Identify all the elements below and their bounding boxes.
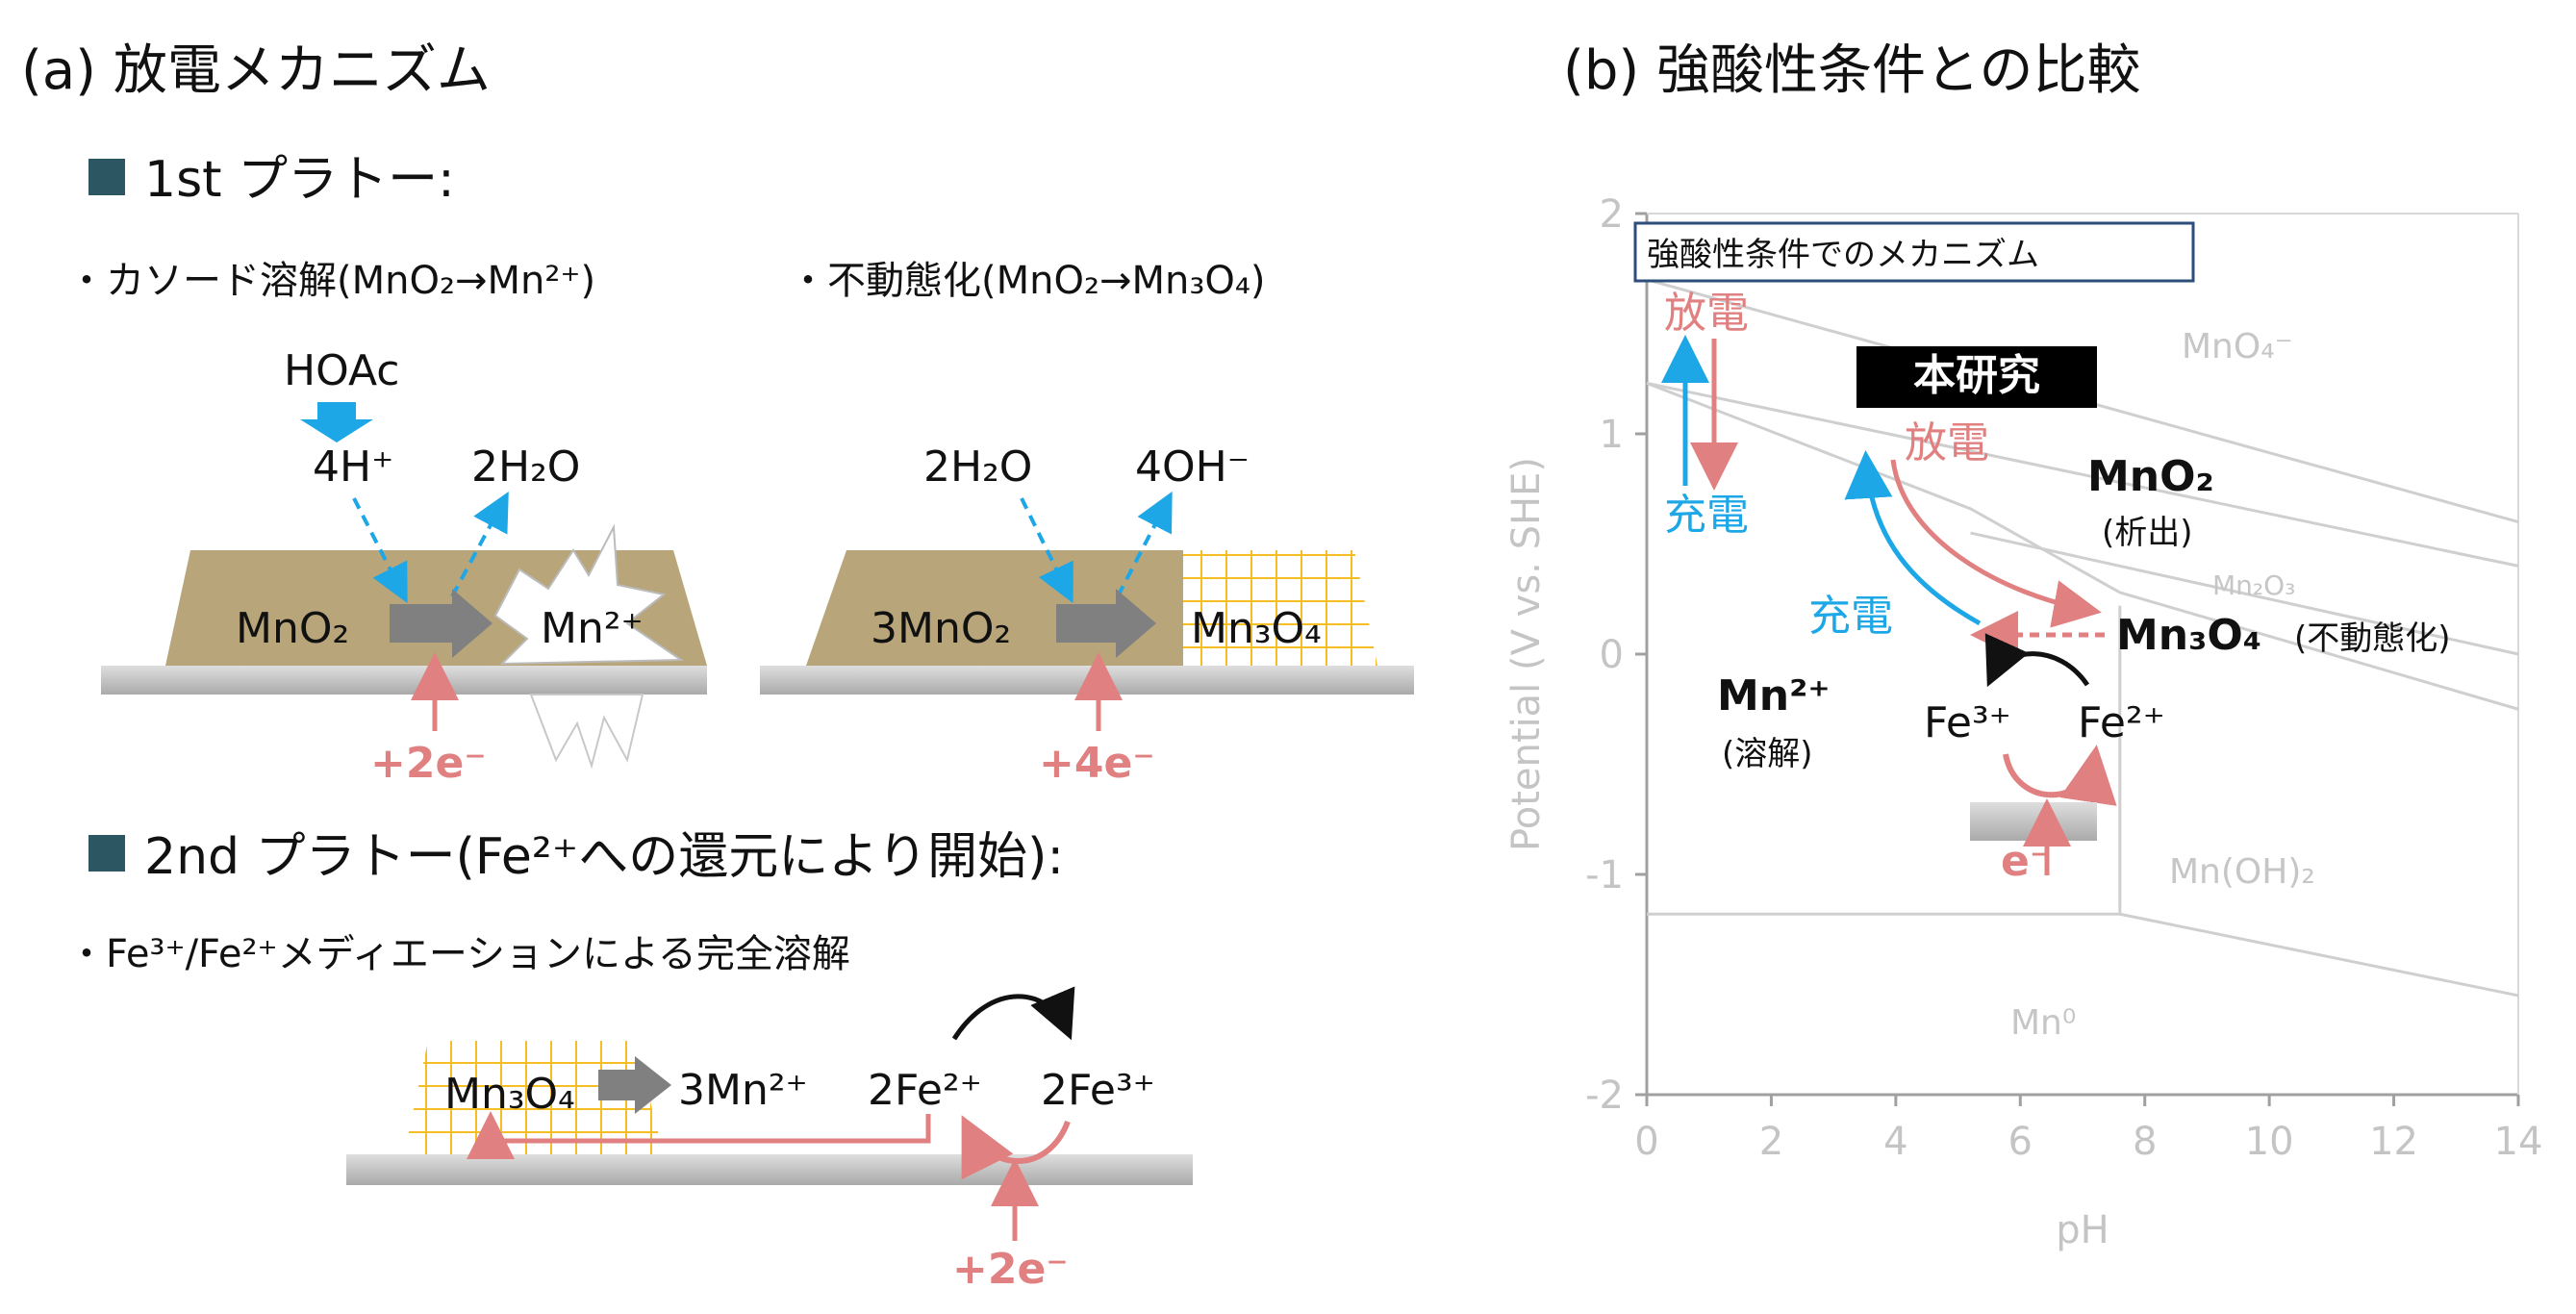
region-mno2-note: (析出) — [2102, 514, 2193, 552]
phase-boundary-line — [2119, 912, 2519, 998]
x-tick-label: 6 — [2008, 1120, 2033, 1164]
region-mn2o3: Mn₂O₃ — [2212, 569, 2295, 601]
x-tick-label: 8 — [2133, 1120, 2157, 1164]
plateau2-diagram: Mn₃O₄ 3Mn²⁺ 2Fe²⁺ 2Fe³⁺ +2e⁻ — [346, 986, 1193, 1294]
case2-title: ・不動態化(MnO₂→Mn₃O₄) — [789, 259, 1266, 303]
mn2-product-label: Mn²⁺ — [541, 604, 644, 653]
region-mn2-note: (溶解) — [1722, 735, 1813, 773]
phase-boundary-line — [1646, 381, 2519, 568]
hoac-arrow — [300, 402, 373, 442]
electron-label-b: e⁻ — [2001, 837, 2052, 886]
electrode-1 — [101, 666, 707, 695]
3mn2-label: 3Mn²⁺ — [678, 1066, 808, 1115]
fe-reduction-arrow — [2003, 745, 2117, 806]
electrode-2 — [760, 666, 1414, 695]
3mno2-label: 3MnO₂ — [871, 604, 1011, 653]
region-mn3o4-note: (不動態化) — [2294, 619, 2451, 658]
this-work-label: 本研究 — [1913, 351, 2040, 400]
mno2-label: MnO₂ — [236, 604, 349, 653]
reaction-arrow-3 — [598, 1056, 671, 1114]
case1-title: ・カソード溶解(MnO₂→Mn²⁺) — [67, 259, 595, 303]
x-tick-label: 0 — [1634, 1120, 1658, 1164]
charge-arrow-thiswork — [1844, 450, 1982, 626]
2fe3-label: 2Fe³⁺ — [1041, 1066, 1155, 1115]
charge-label-thiswork: 充電 — [1808, 592, 1893, 641]
fe2-to-mn3o4-arrow — [467, 1111, 931, 1159]
electrode-3 — [346, 1154, 1193, 1185]
bullet-square-1 — [88, 159, 125, 195]
dissolution-burst — [493, 523, 685, 666]
acidic-mechanism-box — [1633, 221, 2195, 283]
discharge-label-thiswork: 放電 — [1905, 418, 1989, 467]
mn3o4-label-2: Mn₃O₄ — [444, 1070, 575, 1119]
x-tick-label: 12 — [2369, 1120, 2418, 1164]
discharge-arrow-thiswork — [1890, 459, 2102, 628]
region-mn2: Mn²⁺ — [1717, 671, 1831, 720]
h-plus-label: 4H⁺ — [313, 442, 393, 492]
fe3-label-b: Fe³⁺ — [1924, 698, 2011, 747]
electrons-1-label: +2e⁻ — [370, 739, 487, 788]
phase-boundary-line — [1646, 381, 2121, 594]
y-tick-label: -2 — [1585, 1074, 1624, 1118]
plateau2-heading: 2nd プラトー(Fe²⁺への還元により開始): — [144, 828, 1064, 886]
mn3o4-product-label: Mn₃O₄ — [1191, 604, 1322, 653]
bullet-square-2 — [88, 835, 125, 872]
panel-a: (a) 放電メカニズム 1st プラトー: ・カソード溶解(MnO₂→Mn²⁺)… — [21, 39, 1414, 1294]
water-in-label: 2H₂O — [923, 442, 1032, 492]
2fe2-label: 2Fe²⁺ — [868, 1066, 982, 1115]
phase-boundary-line — [1970, 531, 2519, 656]
y-tick-label: -1 — [1585, 853, 1624, 897]
reaction-arrow-2 — [1056, 589, 1156, 658]
x-tick-label: 10 — [2245, 1120, 2294, 1164]
y-axis-label: Potential (V vs. SHE) — [1504, 457, 1549, 851]
x-tick-label: 14 — [2494, 1120, 2543, 1164]
y-tick-label: 0 — [1600, 633, 1624, 677]
acidic-mechanism-label: 強酸性条件でのメカニズム — [1647, 236, 2039, 274]
plateau2-subtitle: ・Fe³⁺/Fe²⁺メディエーションによる完全溶解 — [67, 932, 850, 976]
phase-boundaries — [1646, 278, 2519, 998]
hydroxide-label: 4OH⁻ — [1135, 442, 1250, 492]
reaction-arrow-1 — [390, 589, 492, 658]
mn3o4-grid-block — [1183, 550, 1377, 666]
x-tick-label: 4 — [1883, 1120, 1907, 1164]
fe2-label-b: Fe²⁺ — [2078, 698, 2165, 747]
hoac-label: HOAc — [284, 346, 399, 395]
panel-a-title: (a) 放電メカニズム — [21, 39, 491, 102]
discharge-label-acidic: 放電 — [1664, 289, 1749, 338]
region-mn3o4: Mn₃O₄ — [2116, 611, 2261, 660]
water-out-label: 2H₂O — [471, 442, 580, 492]
burst-shadow — [529, 694, 644, 770]
electrode-b — [1970, 802, 2097, 841]
region-mn0: Mn⁰ — [2010, 1003, 2076, 1043]
region-mno2: MnO₂ — [2087, 452, 2214, 501]
region-mnoh2: Mn(OH)₂ — [2169, 852, 2315, 892]
x-ticks: 0 2 4 6 8 10 12 14 — [1634, 1095, 2542, 1164]
plateau1-heading: 1st プラトー: — [144, 151, 455, 209]
x-axis-label: pH — [2056, 1208, 2109, 1252]
charge-label-acidic: 充電 — [1664, 491, 1749, 540]
y-tick-label: 1 — [1600, 413, 1624, 457]
oxidation-cycle-arrow — [951, 986, 1075, 1041]
fe-oxidation-arrow — [1984, 633, 2090, 688]
panel-b-title: (b) 強酸性条件との比較 — [1563, 39, 2140, 102]
case1-diagram: HOAc 4H⁺ 2H₂O MnO₂ Mn²⁺ +2e⁻ — [101, 346, 707, 788]
y-tick-label: 2 — [1600, 192, 1624, 237]
y-ticks: 2 1 0 -1 -2 — [1585, 192, 1647, 1118]
electrons-2-label: +4e⁻ — [1039, 739, 1155, 788]
x-tick-label: 2 — [1759, 1120, 1783, 1164]
electrons-3-label: +2e⁻ — [952, 1245, 1069, 1294]
phase-boundary-line — [2119, 591, 2519, 711]
case2-diagram: 2H₂O 4OH⁻ 3MnO₂ Mn₃O₄ +4e⁻ — [760, 442, 1414, 788]
region-mno4: MnO₄⁻ — [2182, 327, 2293, 366]
this-work-badge — [1856, 346, 2097, 408]
